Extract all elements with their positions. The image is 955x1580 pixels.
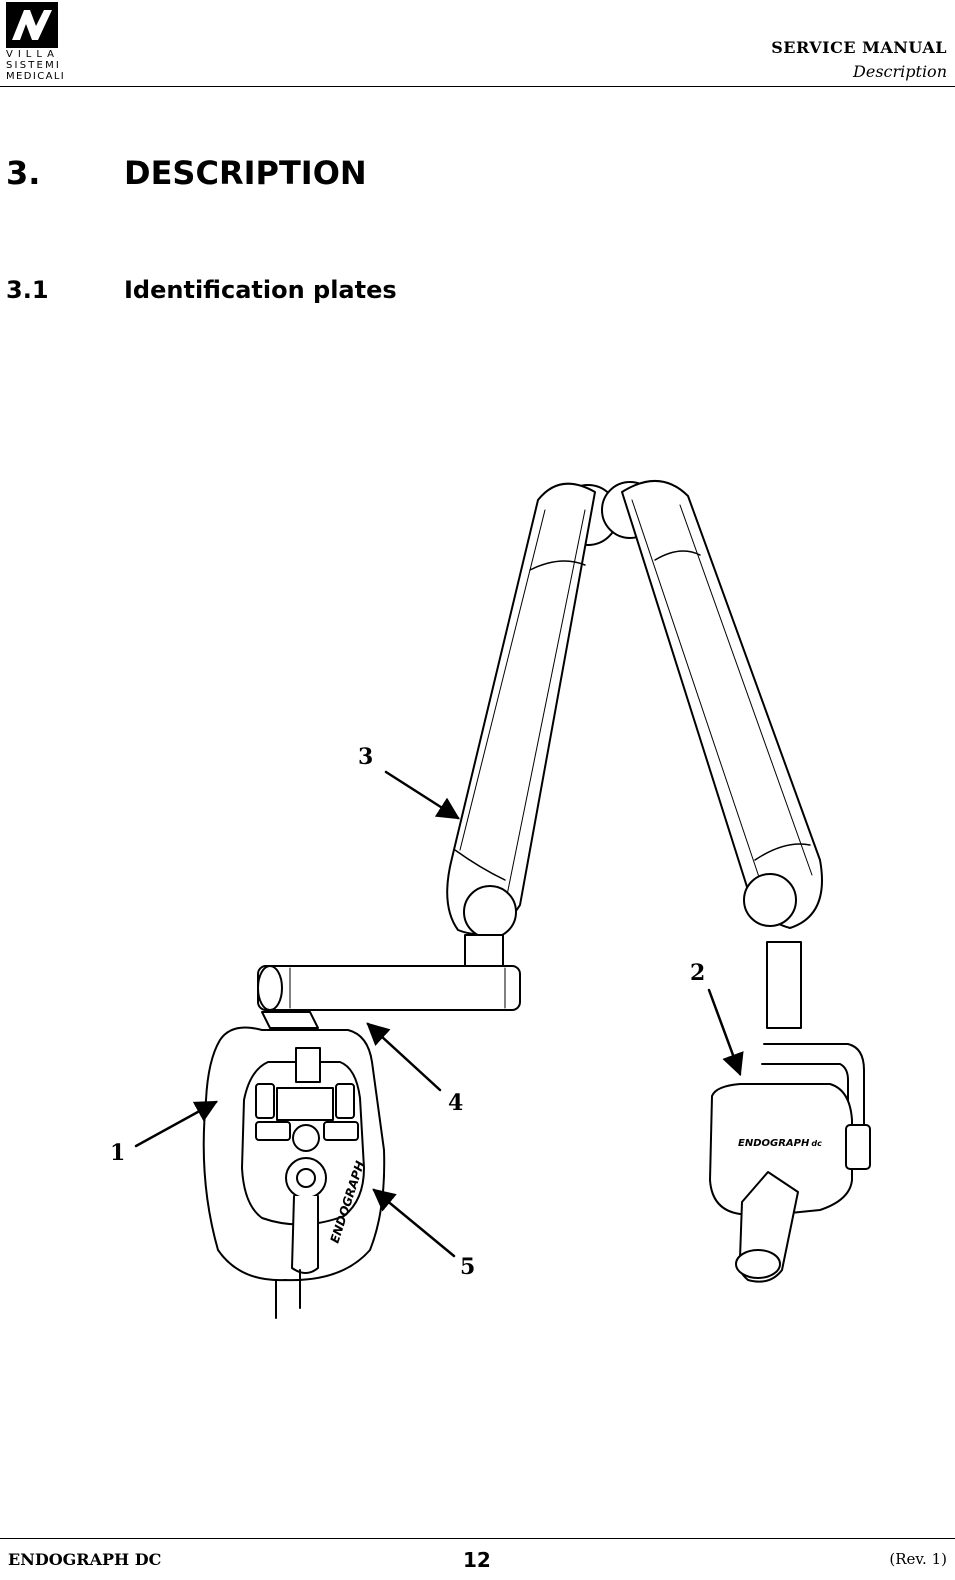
callout-arrow-2 xyxy=(707,988,744,1077)
callout-5: 5 xyxy=(460,1254,476,1280)
callout-4: 4 xyxy=(448,1090,464,1116)
section-title: DESCRIPTION xyxy=(124,154,367,192)
articulated-arm xyxy=(257,479,823,1011)
callout-arrow-5 xyxy=(372,1188,456,1258)
callout-1: 1 xyxy=(110,1140,126,1166)
callout-arrows xyxy=(134,770,744,1258)
callout-2: 2 xyxy=(690,960,706,986)
villa-sistemi-medicali-logo: VILLA SISTEMI MEDICALI xyxy=(6,2,64,82)
callout-arrow-4 xyxy=(366,1022,442,1092)
header-rule xyxy=(0,86,955,87)
header-subtitle: Description xyxy=(853,62,947,81)
footer-revision: (Rev. 1) xyxy=(889,1550,947,1568)
footer-product: ENDOGRAPH DC xyxy=(8,1550,162,1569)
logo-mark xyxy=(6,2,58,48)
callout-arrow-1 xyxy=(134,1100,218,1148)
logo-line-3: MEDICALI xyxy=(6,71,66,82)
page-number: 12 xyxy=(463,1548,491,1572)
header-title: SERVICE MANUAL xyxy=(771,38,947,57)
control-unit: ENDOGRAPH xyxy=(202,1011,386,1319)
logo-line-2: SISTEMI xyxy=(6,60,62,71)
subsection-title: Identification plates xyxy=(124,276,397,304)
callout-arrow-3 xyxy=(384,770,460,820)
footer-rule xyxy=(0,1538,955,1539)
section-number: 3. xyxy=(6,154,41,192)
subsection-number: 3.1 xyxy=(6,276,49,304)
logo-line-1: VILLA xyxy=(6,49,60,60)
callout-3: 3 xyxy=(358,744,374,770)
